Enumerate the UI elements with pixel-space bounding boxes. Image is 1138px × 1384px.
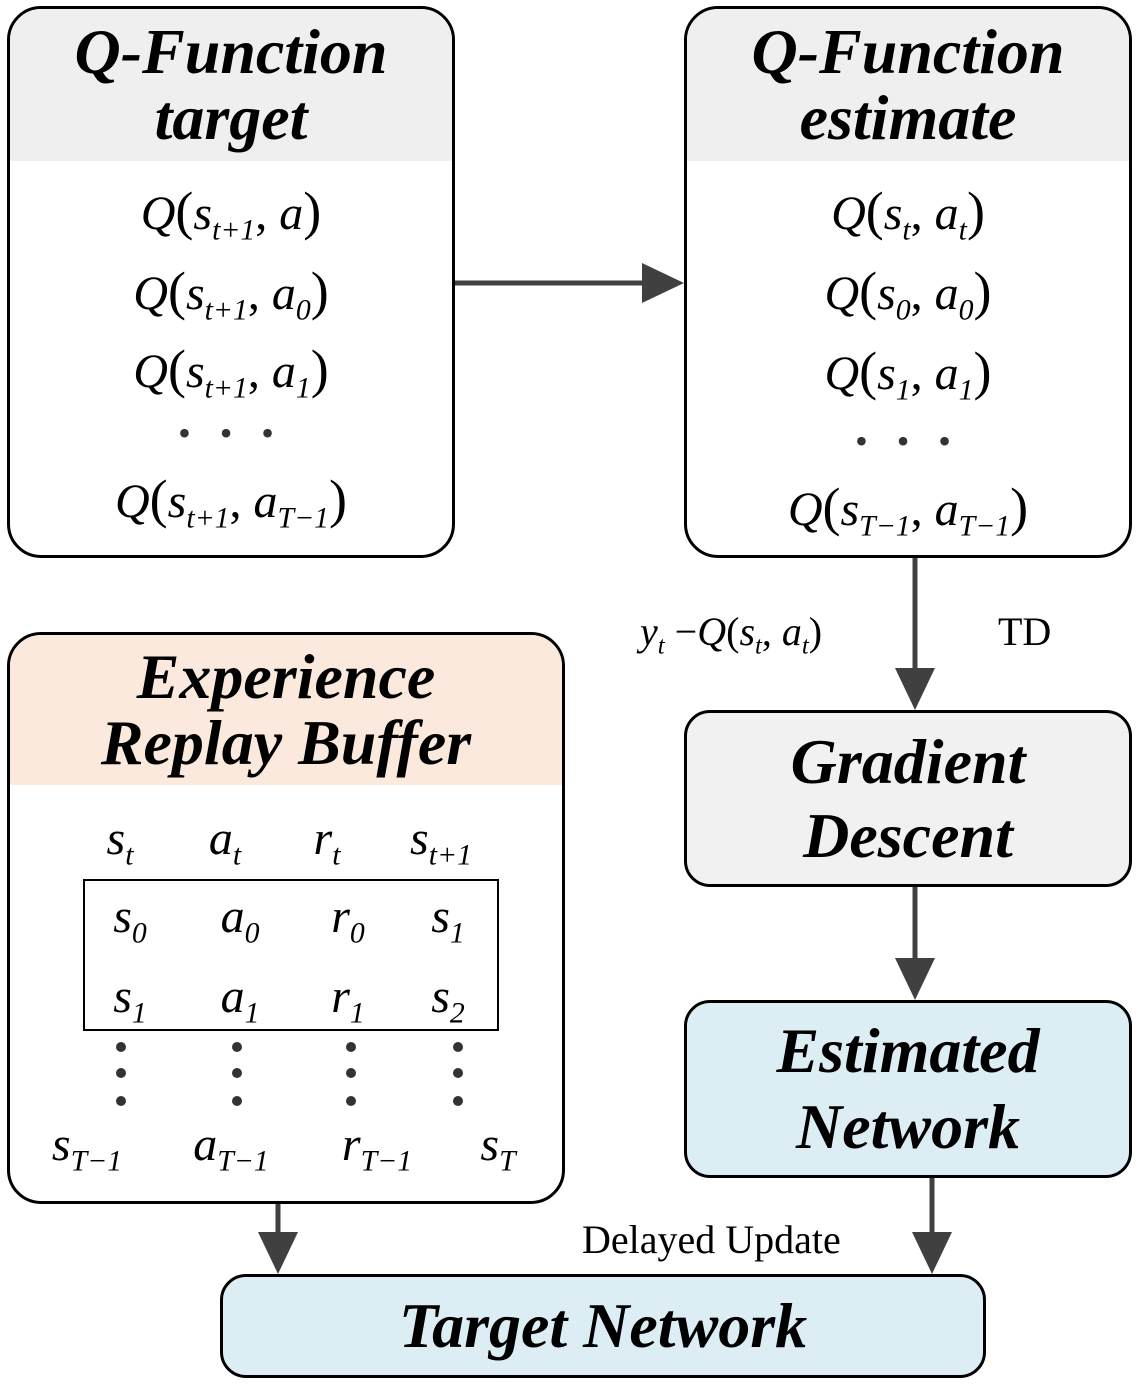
gradient-descent-box: Gradient Descent (684, 710, 1132, 887)
experience-replay-buffer-box: Experience Replay Buffer st at rt st+1 s… (7, 632, 565, 1204)
arrowhead-target-to-estimate (642, 263, 684, 303)
q-estimate-formula-3: Q(sT−1, aT−1) (787, 477, 1029, 543)
q-estimate-ellipsis: • • • (855, 421, 961, 461)
delayed-update-label: Delayed Update (582, 1217, 841, 1262)
arrowhead-estimated-to-target-network (912, 1232, 952, 1274)
buffer-column-headers: st at rt st+1 (10, 813, 562, 873)
buffer-row-1-reward: r1 (331, 970, 365, 1030)
q-target-formula-0: Q(st+1, a) (140, 181, 322, 247)
replay-buffer-header: Experience Replay Buffer (10, 635, 562, 785)
buffer-row-1-action: a1 (220, 970, 260, 1030)
buffer-row-1-next-state: s2 (431, 970, 465, 1030)
q-function-estimate-title-line2: estimate (799, 82, 1017, 153)
buffer-row-last: sT−1 aT−1 rT−1 sT (10, 1119, 562, 1179)
buffer-row-last-next-state: sT (480, 1118, 516, 1178)
buffer-row-0-next-state: s1 (431, 890, 465, 950)
q-function-estimate-title-line1: Q-Function (751, 16, 1065, 87)
estimated-network-box: Estimated Network (684, 1000, 1132, 1178)
buffer-col-state: st (106, 812, 134, 872)
q-function-target-box: Q-Function target Q(st+1, a) Q(st+1, a0)… (7, 6, 455, 558)
buffer-vertical-ellipsis (116, 1042, 463, 1106)
q-target-ellipsis: • • • (178, 413, 284, 453)
sampled-minibatch-frame (83, 879, 499, 1031)
q-target-formula-3: Q(st+1, aT−1) (114, 469, 348, 535)
gradient-descent-line1: Gradient (790, 725, 1026, 797)
buffer-row-last-state: sT−1 (51, 1118, 123, 1178)
td-label: TD (998, 609, 1052, 654)
td-error-formula: yt −Q(st, at) (640, 609, 823, 660)
buffer-row-last-action: aT−1 (193, 1118, 269, 1178)
q-target-formula-1: Q(st+1, a0) (133, 261, 329, 327)
buffer-row-0-state: s0 (113, 890, 147, 950)
arrowhead-gradient-to-estimated-network (895, 958, 935, 1000)
replay-buffer-title-line1: Experience (136, 641, 436, 712)
buffer-row-0-reward: r0 (331, 890, 365, 950)
buffer-row-1-state: s1 (113, 970, 147, 1030)
estimated-network-line1: Estimated (776, 1015, 1040, 1086)
target-network-label: Target Network (398, 1290, 808, 1361)
q-estimate-formula-1: Q(s0, a0) (824, 261, 992, 327)
q-function-target-title-line2: target (154, 82, 308, 153)
gradient-descent-line2: Descent (803, 799, 1013, 871)
q-function-estimate-header: Q-Function estimate (687, 9, 1129, 161)
arrowhead-buffer-to-target-network (258, 1232, 298, 1274)
q-function-target-header: Q-Function target (10, 9, 452, 161)
buffer-col-next-state: st+1 (410, 812, 472, 872)
q-function-estimate-box: Q-Function estimate Q(st, at) Q(s0, a0) … (684, 6, 1132, 558)
estimated-network-line2: Network (796, 1091, 1020, 1162)
buffer-row-0: s0 a0 r0 s1 (10, 891, 562, 951)
q-target-formula-2: Q(st+1, a1) (133, 339, 329, 405)
buffer-row-1: s1 a1 r1 s2 (10, 971, 562, 1031)
target-network-box: Target Network (220, 1274, 986, 1378)
q-function-target-title-line1: Q-Function (74, 16, 388, 87)
arrowhead-estimate-to-gradient (895, 668, 935, 710)
buffer-col-action: at (208, 812, 242, 872)
buffer-col-reward: rt (313, 812, 341, 872)
q-estimate-formula-0: Q(st, at) (831, 181, 985, 247)
replay-buffer-title-line2: Replay Buffer (100, 707, 472, 778)
buffer-row-last-reward: rT−1 (341, 1118, 413, 1178)
q-estimate-formula-2: Q(s1, a1) (824, 341, 992, 407)
buffer-row-0-action: a0 (220, 890, 260, 950)
